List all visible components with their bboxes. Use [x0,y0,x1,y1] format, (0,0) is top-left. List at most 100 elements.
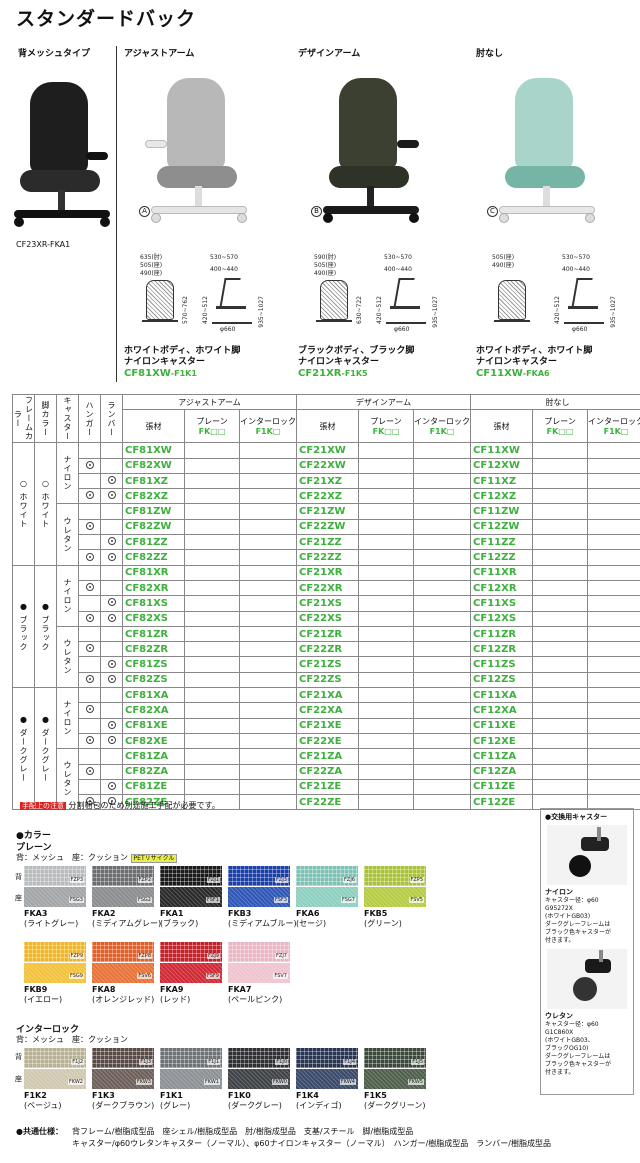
model-code: CF11ZE [470,778,534,796]
leg-color: ○ ホワイト [34,442,57,566]
caster-spec-line: キャスター径：φ60 [545,1021,599,1028]
lumbar-mark [107,613,116,622]
swatch-back [92,866,154,886]
badge-b: B [311,206,322,217]
product-a-image: A [139,72,260,228]
caster-type: ナイロン [56,442,79,505]
swatch-F1K4[interactable]: F1J4 FKW4 [296,1048,358,1089]
model-code: CF81ZS [122,656,185,673]
swatch-FKB3[interactable]: FZJ3 FSF3 [228,866,290,907]
model-code: CF11ZR [470,625,534,643]
product-a-desc: ホワイトボディ、ホワイト脚ナイロンキャスター CF81XW-F1K1 [124,346,241,379]
swatch-label: FKA2(ミディアムグレー) [92,909,162,928]
dim-top: 530~570 [210,254,238,261]
swatch-label: F1K0(ダークグレー) [228,1091,282,1110]
swatch-FKA9[interactable]: FZJ9 FSF9 [160,942,222,983]
dim-left: 505(座) [492,254,515,261]
swatch-F1K5[interactable]: F1J5 FKW5 [364,1048,426,1089]
group-header: 肘なし [470,393,640,411]
model-code: CF22XA [296,702,359,719]
hanger-mark [85,797,94,806]
model-code: CF11XR [470,564,534,581]
swatch-FKA7[interactable]: FZJ7 FSV7 [228,942,290,983]
dim-vertical: 420~512 [376,296,383,324]
swatch-back [160,866,222,886]
col-header: ランバー [100,393,123,444]
swatch-F1K3[interactable]: F1J3 FKW3 [92,1048,154,1089]
interlock-title: インターロック [16,1025,80,1035]
dim-left: 490(座) [314,270,337,277]
model-code: CF12ZE [470,794,534,811]
model-code: CF11ZS [470,656,534,673]
mesh-chair-image [8,62,112,232]
caster-spec-line: (ホワイトGB03) [545,913,591,920]
dim-left: 490(座) [140,270,163,277]
swatch-FKA8[interactable]: FZP8 FSV6 [92,942,154,983]
swatch-FKB5[interactable]: FZP5 FSV5 [364,866,426,907]
caster-spec-line: G95272X [545,905,573,912]
model-code: CF81ZR [122,625,185,643]
model-code: CF22XW [296,457,359,474]
model-code: CF22XS [296,610,359,627]
model-code: CF81XW [122,442,185,459]
dim-vertical: 420~512 [554,296,561,324]
model-code: CF12XR [470,579,534,597]
header-mesh: 背メッシュタイプ [18,49,91,59]
swatch-FKA6[interactable]: FZJ6 FSG7 [296,866,358,907]
model-code: CF12XW [470,457,534,474]
model-code: CF82ZE [122,794,185,811]
hanger-mark [85,552,94,561]
swatch-FKA1[interactable]: FZJ1 FSF1 [160,866,222,907]
lumbar-mark [107,598,116,607]
swatch-label: FKB9(イエロー) [24,985,63,1004]
caster-spec-line: ブラック色キャスターが [545,929,612,936]
lumbar-mark [107,797,116,806]
model-code: CF21XE [296,717,359,734]
model-code: CF11XE [470,717,534,734]
hanger-mark [85,491,94,500]
model-code: CF12XZ [470,488,534,505]
model-code: CF81XE [122,717,185,734]
swatch-FKA3[interactable]: FZP3 FSG3 [24,866,86,907]
table-row: CF81XE CF21XE CF11XE [13,717,640,734]
dim-left: 635(肘) [140,254,163,261]
model-code: CF21ZA [296,748,359,765]
model-code: CF12XA [470,702,534,719]
mesh-model-label: CF23XR-FKA1 [16,240,71,249]
dim-left: 505(座) [140,262,163,269]
model-code: CF82ZS [122,671,185,689]
swatch-F1K1[interactable]: F1J1 FKW1 [160,1048,222,1089]
swatch-FKB9[interactable]: FZP9 FSG9 [24,942,86,983]
hanger-mark [85,583,94,592]
model-code: CF81XA [122,687,185,704]
spec-line-2: キャスター/φ60ウレタンキャスター（ノーマル）、φ60ナイロンキャスター（ノー… [72,1139,551,1148]
frame-color: ● ダークグレー [12,687,35,811]
model-code: CF81ZA [122,748,185,765]
swatch-back [24,942,86,962]
swatch-label: FKB5(グリーン) [364,909,402,928]
swatch-label: FKA8(オレンジレッド) [92,985,155,1004]
swatch-back [24,1048,86,1068]
model-code: CF11XS [470,595,534,612]
model-code: CF12ZS [470,671,534,689]
model-code: CF21XR [296,564,359,581]
leg-color: ● ダークグレー [34,687,57,811]
swatch-F1K2[interactable]: F1J2 FKW2 [24,1048,86,1089]
model-code: CF81XR [122,564,185,581]
swatch-FKA2[interactable]: FZP2 FSG2 [92,866,154,907]
badge-a: A [139,206,150,217]
dim-vertical: 935~1027 [610,296,617,328]
swatch-F1K0[interactable]: F1J0 FKW0 [228,1048,290,1089]
